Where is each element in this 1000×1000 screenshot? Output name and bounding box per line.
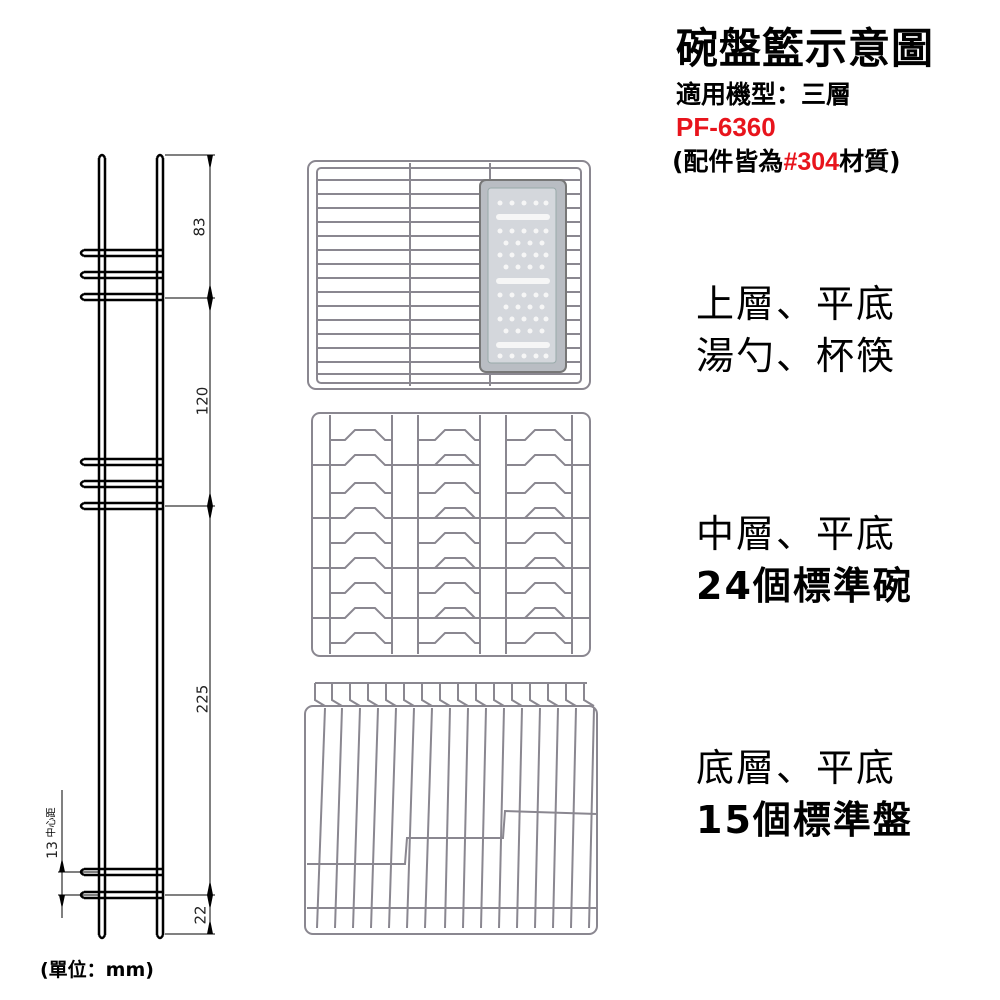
dimension-label-83: 83 bbox=[190, 217, 209, 237]
top-rack-image bbox=[307, 160, 591, 390]
layer-bottom-line1: 底層、平底 bbox=[696, 746, 897, 790]
material-prefix: (配件皆為 bbox=[672, 147, 784, 176]
bowl-holder-rows bbox=[312, 429, 590, 644]
layer-bottom-line2: 15個標準盤 bbox=[696, 798, 913, 842]
dimension-label-120: 120 bbox=[193, 386, 212, 416]
page-title: 碗盤籃示意圖 bbox=[676, 24, 935, 73]
dimension-label-22: 22 bbox=[191, 905, 210, 925]
bottom-rack-image bbox=[304, 682, 598, 935]
layer-top-line2: 湯勺、杯筷 bbox=[696, 334, 897, 378]
middle-rack-image bbox=[311, 412, 591, 657]
material-suffix: 材質) bbox=[839, 147, 901, 176]
layer-middle-line1: 中層、平底 bbox=[696, 512, 897, 556]
layer-desc-top: 上層、平底 湯勺、杯筷 bbox=[696, 278, 896, 382]
center-distance-label: 中心距 bbox=[46, 807, 58, 838]
material-note: (配件皆為#304材質) bbox=[672, 146, 901, 178]
unit-note: (單位：mm) bbox=[40, 959, 154, 981]
rung-group-middle bbox=[79, 457, 163, 511]
layer-middle-line2: 24個標準碗 bbox=[696, 564, 913, 608]
cutlery-tray bbox=[479, 179, 567, 373]
material-grade: #304 bbox=[783, 148, 840, 176]
center-distance-value: 13 bbox=[44, 841, 61, 859]
layer-top-line1: 上層、平底 bbox=[696, 282, 897, 326]
rung-group-top bbox=[79, 248, 163, 302]
applicable-model-type: 適用機型：三層 bbox=[676, 80, 852, 109]
layer-desc-bottom: 底層、平底 15個標準盤 bbox=[696, 742, 913, 846]
layer-desc-middle: 中層、平底 24個標準碗 bbox=[696, 508, 913, 612]
model-number: PF-6360 bbox=[676, 112, 776, 142]
rung-group-bottom bbox=[79, 867, 163, 900]
dimension-label-225: 225 bbox=[193, 684, 212, 714]
side-view-drawing bbox=[58, 153, 215, 940]
plate-divider-wires bbox=[316, 707, 595, 929]
